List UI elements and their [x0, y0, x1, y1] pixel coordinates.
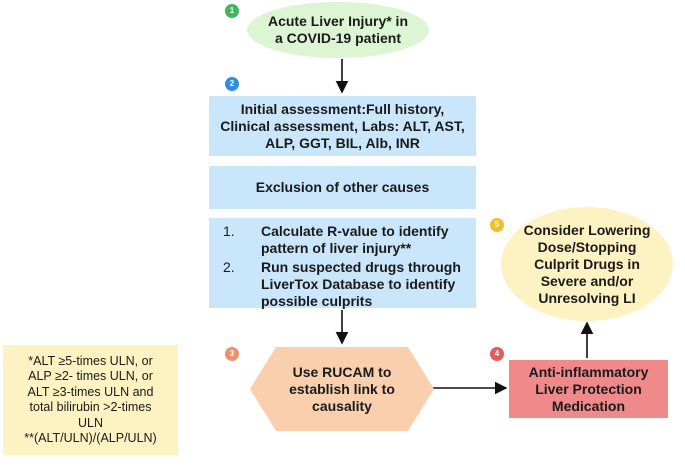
step-badge-3: 3: [225, 347, 239, 361]
step-badge-1: 1: [225, 4, 239, 18]
calc-line-2: pattern of liver injury**: [261, 240, 412, 256]
node-calc-and-run: 1. Calculate R-value to identify pattern…: [209, 218, 476, 310]
step-badge-4: 4: [490, 347, 504, 361]
initial-line-2: Clinical assessment, Labs: ALT, AST,: [220, 117, 465, 134]
list-num-2: 2.: [223, 259, 235, 275]
acute-line-1: Acute Liver Injury* in: [267, 13, 409, 29]
consider-line-2: Dose/Stopping: [537, 238, 637, 255]
footnote-line-3: ALT ≥3-times ULN and: [27, 384, 154, 399]
footnote-line-5: ULN: [77, 415, 103, 430]
footnote-box: *ALT ≥5-times ULN, or ALP ≥2- times ULN,…: [3, 345, 178, 455]
footnote-line-1: *ALT ≥5-times ULN, or: [28, 353, 153, 368]
run-line-3: possible culprits: [261, 293, 373, 309]
node-initial-assessment: Initial assessment:Full history, Clinica…: [209, 96, 476, 156]
footnote-line-4: total bilirubin >2-times: [29, 400, 152, 414]
consider-line-4: Severe and/or: [540, 272, 634, 289]
rucam-line-3: causality: [312, 397, 372, 414]
node-rucam: Use RUCAM to establish link to causality: [250, 347, 434, 431]
run-line-2: LiverTox Database to identify: [261, 276, 456, 292]
node-acute-liver-injury: Acute Liver Injury* in a COVID-19 patien…: [247, 2, 429, 58]
consider-line-3: Culprit Drugs in: [534, 255, 640, 272]
list-item-calc: 1. Calculate R-value to identify pattern…: [209, 223, 476, 257]
node-anti-inflammatory: Anti-inflammatory Liver Protection Medic…: [509, 360, 668, 418]
anti-line-1: Anti-inflammatory: [528, 363, 649, 380]
run-line-1: Run suspected drugs through: [261, 259, 461, 275]
step-badge-2: 2: [225, 77, 239, 91]
acute-line-2: a COVID-19 patient: [274, 30, 401, 46]
node-exclusion: Exclusion of other causes: [209, 166, 476, 209]
list-item-run: 2. Run suspected drugs through LiverTox …: [209, 259, 476, 310]
anti-line-2: Liver Protection: [535, 380, 642, 397]
calc-line-1: Calculate R-value to identify: [261, 223, 449, 239]
initial-line-1: Initial assessment:Full history,: [240, 100, 445, 117]
exclusion-text: Exclusion of other causes: [255, 179, 430, 195]
rucam-line-1: Use RUCAM to: [292, 363, 392, 380]
rucam-line-2: establish link to: [289, 380, 395, 397]
rucam-hexagon-shape: [250, 347, 434, 431]
list-num-1: 1.: [223, 223, 235, 239]
footnote-line-6: **(ALT/ULN)/(ALP/ULN): [24, 431, 157, 445]
consider-line-5: Unresolving LI: [538, 289, 636, 306]
step-badge-5: 5: [490, 218, 504, 232]
footnote-line-2: ALP ≥2- times ULN, or: [28, 369, 153, 383]
node-consider-lowering: Consider Lowering Dose/Stopping Culprit …: [501, 207, 673, 321]
anti-line-3: Medication: [551, 397, 626, 414]
initial-line-3: ALP, GGT, BIL, Alb, INR: [265, 134, 420, 151]
consider-line-1: Consider Lowering: [523, 221, 651, 238]
